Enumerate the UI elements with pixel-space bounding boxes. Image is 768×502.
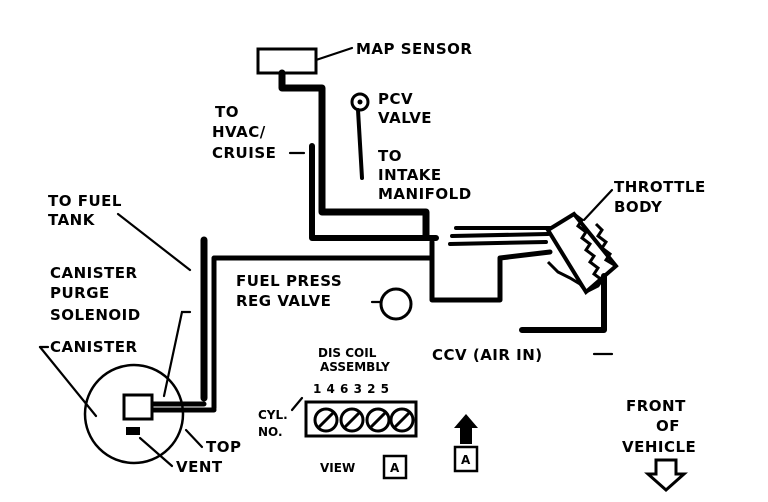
cyl-label-2: NO.: [258, 425, 283, 439]
view-box-letter: A: [390, 461, 400, 475]
map-sensor-label: MAP SENSOR: [356, 40, 472, 58]
fuel-press-reg-valve: [370, 239, 553, 321]
cyl-numbers: 1 4 6 3 2 5: [313, 382, 389, 396]
coil-terminal-3: [365, 407, 391, 433]
arrow-box-letter: A: [461, 453, 471, 467]
to-hvac-label-3: CRUISE: [212, 144, 276, 162]
canister-label: CANISTER: [50, 338, 138, 356]
purge-label-2: PURGE: [50, 284, 110, 302]
down-arrow-icon: [644, 458, 688, 493]
coil-terminal-4: [389, 407, 415, 433]
to-hvac-label-2: HVAC/: [212, 123, 266, 141]
canister: [83, 363, 185, 465]
map-sensor: [256, 46, 430, 239]
front-label-3: VEHICLE: [622, 438, 696, 456]
cyl-label-1: CYL.: [258, 408, 288, 422]
throttle-body-label-2: BODY: [614, 198, 663, 216]
dis-label-2: ASSEMBLY: [320, 360, 390, 374]
coil-terminal-1: [313, 407, 339, 433]
ccv-label: CCV (AIR IN): [432, 346, 543, 364]
to-intake-label-2: INTAKE: [378, 166, 442, 184]
front-label-2: OF: [656, 417, 680, 435]
throttle-body-label-1: THROTTLE: [614, 178, 706, 196]
dis-label-1: DIS COIL: [318, 346, 377, 360]
pcv-valve: [350, 92, 370, 180]
hvac-hose: [309, 143, 439, 241]
to-intake-label-3: MANIFOLD: [378, 185, 472, 203]
front-label-1: FRONT: [626, 397, 686, 415]
purge-label-3: SOLENOID: [50, 306, 141, 324]
view-label: VIEW: [320, 461, 355, 475]
fuel-press-label-2: REG VALVE: [236, 292, 331, 310]
pcv-label-2: VALVE: [378, 109, 432, 127]
ccv-hose: [519, 273, 607, 333]
top-label: TOP: [206, 438, 241, 456]
throttle-body: [448, 211, 619, 296]
pcv-label-1: PCV: [378, 90, 413, 108]
purge-hose: [211, 255, 435, 411]
purge-label-1: CANISTER: [50, 264, 138, 282]
view-box: [382, 454, 408, 480]
to-fuel-label-2: TANK: [48, 211, 96, 229]
to-hvac-label-1: TO: [215, 103, 239, 121]
fuel-press-label-1: FUEL PRESS: [236, 272, 342, 290]
to-fuel-label-1: TO FUEL: [48, 192, 122, 210]
to-intake-label-1: TO: [378, 147, 402, 165]
dis-coil-assembly: [304, 400, 418, 438]
up-arrow-icon: [453, 414, 479, 473]
coil-terminal-2: [339, 407, 365, 433]
vent-label: VENT: [176, 458, 223, 476]
